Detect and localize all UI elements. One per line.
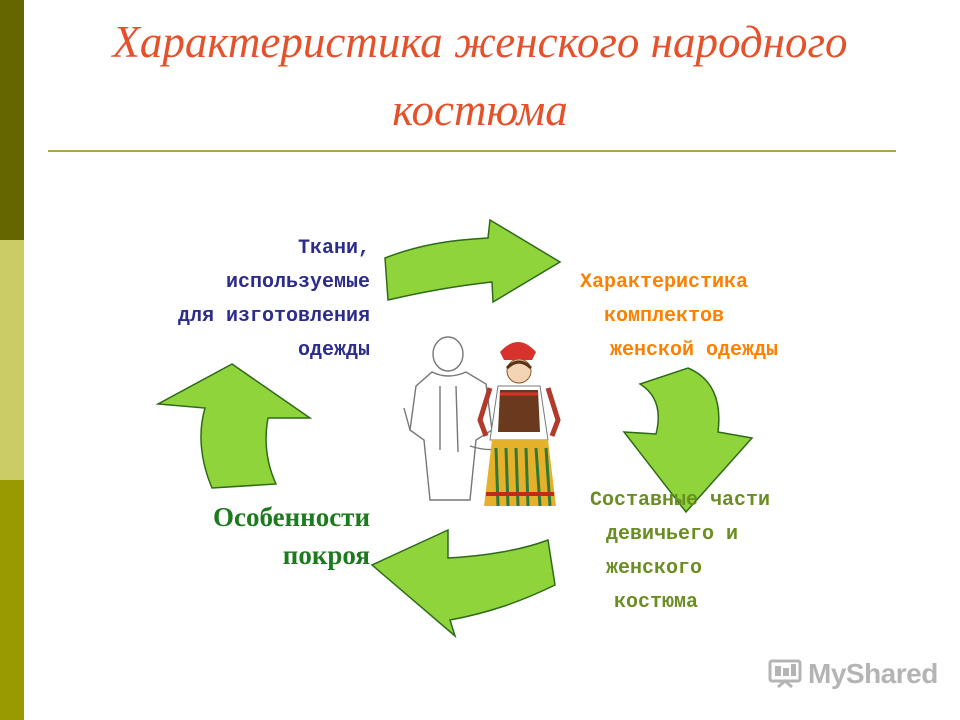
sidebar-stripe-bottom <box>0 480 24 720</box>
node-costume-sets: Характеристика комплектов женской одежды <box>580 266 778 368</box>
arrow-parts-to-cut <box>370 528 556 639</box>
title-divider <box>48 150 896 152</box>
node-fabrics-line: используемые <box>225 271 370 294</box>
node-cut-features: Особенности покроя <box>120 498 370 574</box>
slide-title: Характеристика женского народного костюм… <box>112 17 848 135</box>
folk-costume-couple-illustration <box>403 326 570 507</box>
man-figure <box>403 336 505 501</box>
node-sets-line: комплектов <box>604 305 725 328</box>
sidebar-stripe-top <box>0 0 24 240</box>
woman-figure <box>477 342 561 507</box>
node-cut-line: Особенности <box>212 502 370 532</box>
node-fabrics-line: Ткани, <box>297 237 370 260</box>
node-cut-line: покроя <box>282 540 370 570</box>
node-fabrics-line: для изготовления <box>177 305 370 328</box>
node-parts-line: Составные части <box>590 489 771 512</box>
node-fabrics: Ткани, используемые для изготовления оде… <box>110 232 370 368</box>
sidebar-stripe-middle <box>0 240 24 480</box>
node-sets-line: женской одежды <box>610 339 779 362</box>
myshared-logo: MyShared <box>768 656 938 692</box>
arrow-cut-to-fabrics <box>155 363 313 489</box>
arrow-sets-to-parts <box>622 367 754 514</box>
node-parts-line: костюма <box>614 591 699 614</box>
arrow-fabrics-to-sets <box>384 218 562 304</box>
node-costume-parts: Составные части девичьего и женского кос… <box>590 484 770 620</box>
node-parts-line: девичьего и <box>606 523 739 546</box>
node-fabrics-line: одежды <box>297 339 370 362</box>
logo-wordmark: MyShared <box>808 658 938 689</box>
node-parts-line: женского <box>606 557 703 580</box>
node-sets-line: Характеристика <box>580 271 749 294</box>
projector-screen-icon <box>768 659 802 689</box>
